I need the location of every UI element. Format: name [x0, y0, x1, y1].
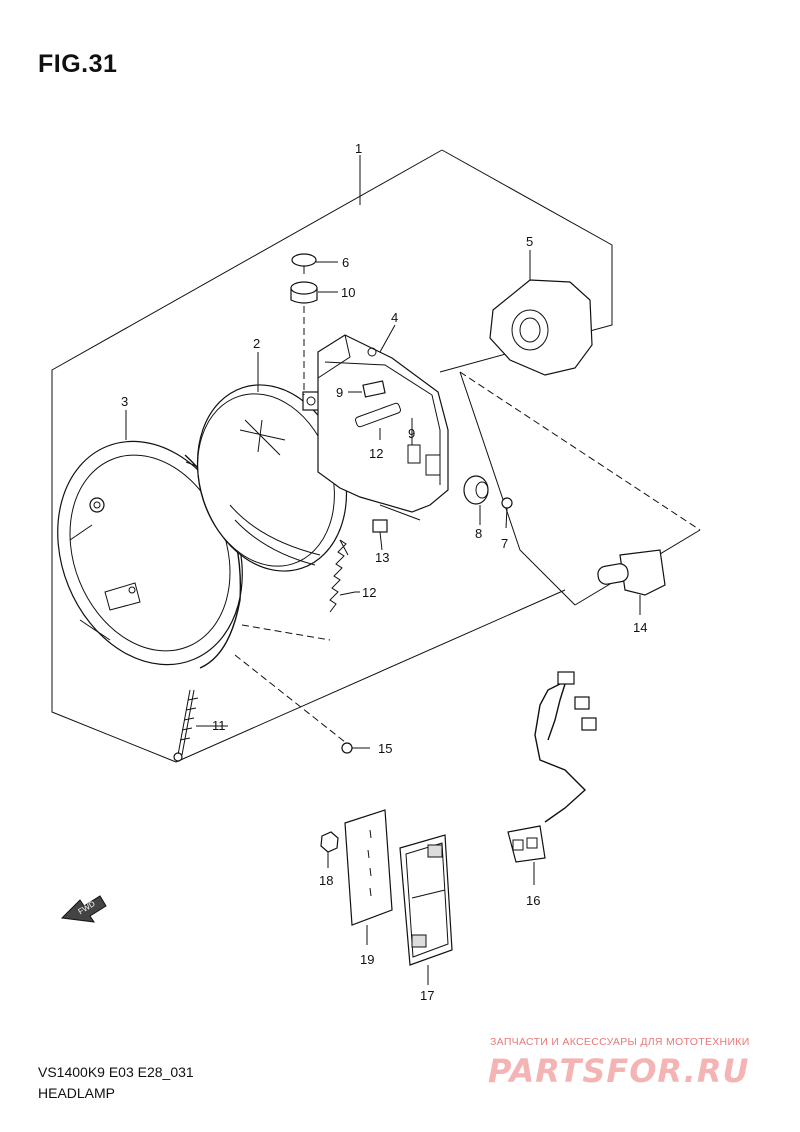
part-grommet-top[interactable] [290, 281, 338, 395]
model-code: VS1400K9 E03 E28_031 [38, 1064, 194, 1080]
callouts: 1 2 3 4 5 6 7 8 9 9 10 11 12 12 13 14 15… [121, 141, 647, 1003]
callout-6: 6 [342, 255, 349, 270]
figure-title: FIG.31 [38, 50, 118, 78]
callout-13: 13 [375, 550, 389, 565]
callout-2: 2 [253, 336, 260, 351]
callout-18: 18 [319, 873, 333, 888]
callout-14: 14 [633, 620, 647, 635]
part-headlamp-bracket[interactable] [317, 324, 449, 521]
part-plate[interactable] [344, 809, 393, 945]
part-clip-nut[interactable] [372, 519, 388, 551]
part-grommet-side[interactable] [463, 475, 489, 525]
callout-19: 19 [360, 952, 374, 967]
callout-9b: 9 [408, 426, 415, 441]
callout-4: 4 [391, 310, 398, 325]
part-wiring-harness[interactable] [507, 671, 597, 885]
fwd-arrow: FWD [60, 895, 107, 923]
callout-8: 8 [475, 526, 482, 541]
callout-10: 10 [341, 285, 355, 300]
part-adjuster-spring[interactable] [329, 539, 356, 613]
leader-lines [125, 352, 413, 593]
part-headlamp-unit[interactable] [174, 365, 370, 590]
part-reflector[interactable] [399, 834, 453, 985]
part-bulb[interactable] [597, 549, 666, 615]
callout-1: 1 [355, 141, 362, 156]
bulb-outline [459, 371, 701, 606]
callout-12a: 12 [369, 446, 383, 461]
callout-7: 7 [501, 536, 508, 551]
callout-3: 3 [121, 394, 128, 409]
part-screw-side[interactable] [501, 497, 513, 529]
part-headlamp-rim[interactable] [25, 413, 274, 692]
callout-15: 15 [378, 741, 392, 756]
callout-11: 11 [212, 718, 226, 733]
watermark-tagline: ЗАПЧАСТИ И АКСЕССУАРЫ ДЛЯ МОТОТЕХНИКИ [490, 1036, 750, 1048]
callout-5: 5 [526, 234, 533, 249]
part-nut[interactable] [320, 831, 339, 868]
part-screw-top[interactable] [291, 253, 338, 274]
section-name: HEADLAMP [38, 1085, 116, 1101]
part-screw-bottom[interactable] [234, 654, 370, 754]
part-adjuster-screw[interactable] [173, 689, 228, 762]
callout-12b: 12 [362, 585, 376, 600]
part-dust-cover[interactable] [489, 250, 593, 376]
callout-17: 17 [420, 988, 434, 1003]
callout-9a: 9 [336, 385, 343, 400]
watermark-logo: PARTSFOR.RU [488, 1052, 750, 1090]
callout-16: 16 [526, 893, 540, 908]
